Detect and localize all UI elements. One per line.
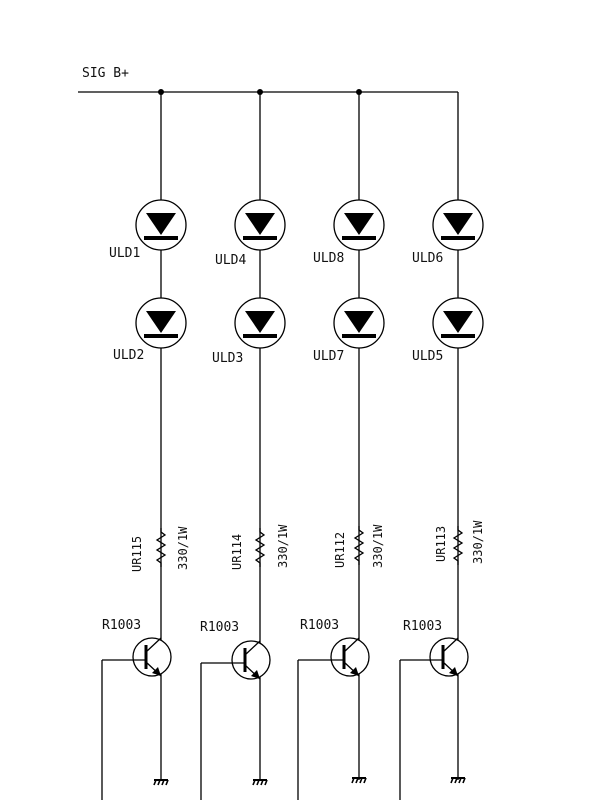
transistor-collector <box>244 640 261 656</box>
transistor-body <box>231 640 271 680</box>
transistor-label: R1003 <box>102 618 141 633</box>
led-top-bar <box>342 236 376 240</box>
led-top-triangle <box>146 213 176 235</box>
transistor-collector <box>442 637 459 653</box>
led-top-triangle <box>344 213 374 235</box>
ground-icon <box>252 779 268 786</box>
driver-column-3: ULD8 ULD7 UR112 330/1W R1003 <box>297 92 385 800</box>
resistor-zigzag <box>254 528 266 567</box>
led-top-label: ULD6 <box>412 251 443 266</box>
driver-column-4: ULD6 ULD5 UR113 330/1W R1003 <box>399 92 485 800</box>
led-top-label: ULD1 <box>109 246 140 261</box>
emitter-arrow-icon <box>449 667 458 676</box>
led-top-triangle <box>245 213 275 235</box>
resistor-ref-label: UR115 <box>130 536 144 572</box>
ground-icon <box>450 777 466 784</box>
emitter-arrow-icon <box>350 667 359 676</box>
led-bottom-bar <box>342 334 376 338</box>
led-bottom <box>432 297 484 349</box>
resistor-value-label: 330/1W <box>276 524 290 568</box>
transistor-body <box>132 637 172 677</box>
driver-column-1: ULD1 ULD2 UR115 330/1W R1003 <box>101 92 190 800</box>
transistor <box>400 637 469 677</box>
led-bottom-label: ULD5 <box>412 349 443 364</box>
transistor-label: R1003 <box>200 620 239 635</box>
transistor-body <box>429 637 469 677</box>
led-bottom-label: ULD2 <box>113 348 144 363</box>
led-bottom-label: ULD3 <box>212 351 243 366</box>
emitter-arrow-icon <box>152 667 161 676</box>
led-bottom-triangle <box>443 311 473 333</box>
led-top <box>135 199 187 251</box>
led-bottom-label: ULD7 <box>313 349 344 364</box>
resistor-zigzag <box>155 528 167 567</box>
resistor-ref-label: UR113 <box>434 526 448 562</box>
led-top-label: ULD8 <box>313 251 344 266</box>
transistor <box>102 637 172 677</box>
transistor-label: R1003 <box>300 618 339 633</box>
led-bottom-triangle <box>344 311 374 333</box>
led-top-bar <box>243 236 277 240</box>
led-bottom <box>234 297 286 349</box>
transistor <box>201 640 271 680</box>
resistor-value-label: 330/1W <box>471 520 485 564</box>
led-bottom-triangle <box>245 311 275 333</box>
driver-column-2: ULD4 ULD3 UR114 330/1W R1003 <box>200 92 290 800</box>
transistor-label: R1003 <box>403 619 442 634</box>
led-top-bar <box>441 236 475 240</box>
led-bottom-bar <box>243 334 277 338</box>
resistor-value-label: 330/1W <box>176 526 190 570</box>
led-top-label: ULD4 <box>215 253 246 268</box>
led-top <box>234 199 286 251</box>
led-top <box>333 199 385 251</box>
led-bottom <box>135 297 187 349</box>
led-top <box>432 199 484 251</box>
ground-icon <box>153 779 169 786</box>
led-top-triangle <box>443 213 473 235</box>
resistor-zigzag <box>452 526 464 565</box>
transistor-body <box>330 637 370 677</box>
resistor-ref-label: UR114 <box>230 534 244 570</box>
led-bottom-bar <box>144 334 178 338</box>
emitter-arrow-icon <box>251 670 260 679</box>
led-bottom-bar <box>441 334 475 338</box>
resistor-zigzag <box>353 526 365 565</box>
supply-label: SIG B+ <box>82 66 129 81</box>
ground-icon <box>351 777 367 784</box>
transistor <box>298 637 370 677</box>
led-top-bar <box>144 236 178 240</box>
transistor-collector <box>343 637 360 653</box>
led-bottom-triangle <box>146 311 176 333</box>
resistor-value-label: 330/1W <box>371 524 385 568</box>
led-bottom <box>333 297 385 349</box>
transistor-collector <box>145 637 162 653</box>
resistor-ref-label: UR112 <box>333 532 347 568</box>
